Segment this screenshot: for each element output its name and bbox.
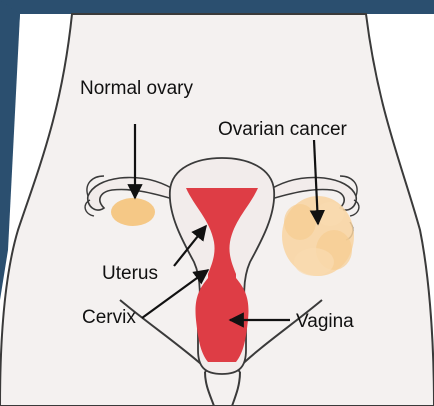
label-cervix: Cervix	[82, 308, 136, 327]
label-uterus: Uterus	[102, 264, 158, 283]
label-normal-ovary: Normal ovary	[80, 79, 193, 98]
label-ovarian-cancer: Ovarian cancer	[218, 120, 347, 139]
normal-ovary-shape	[111, 198, 155, 226]
label-vagina: Vagina	[296, 312, 354, 331]
